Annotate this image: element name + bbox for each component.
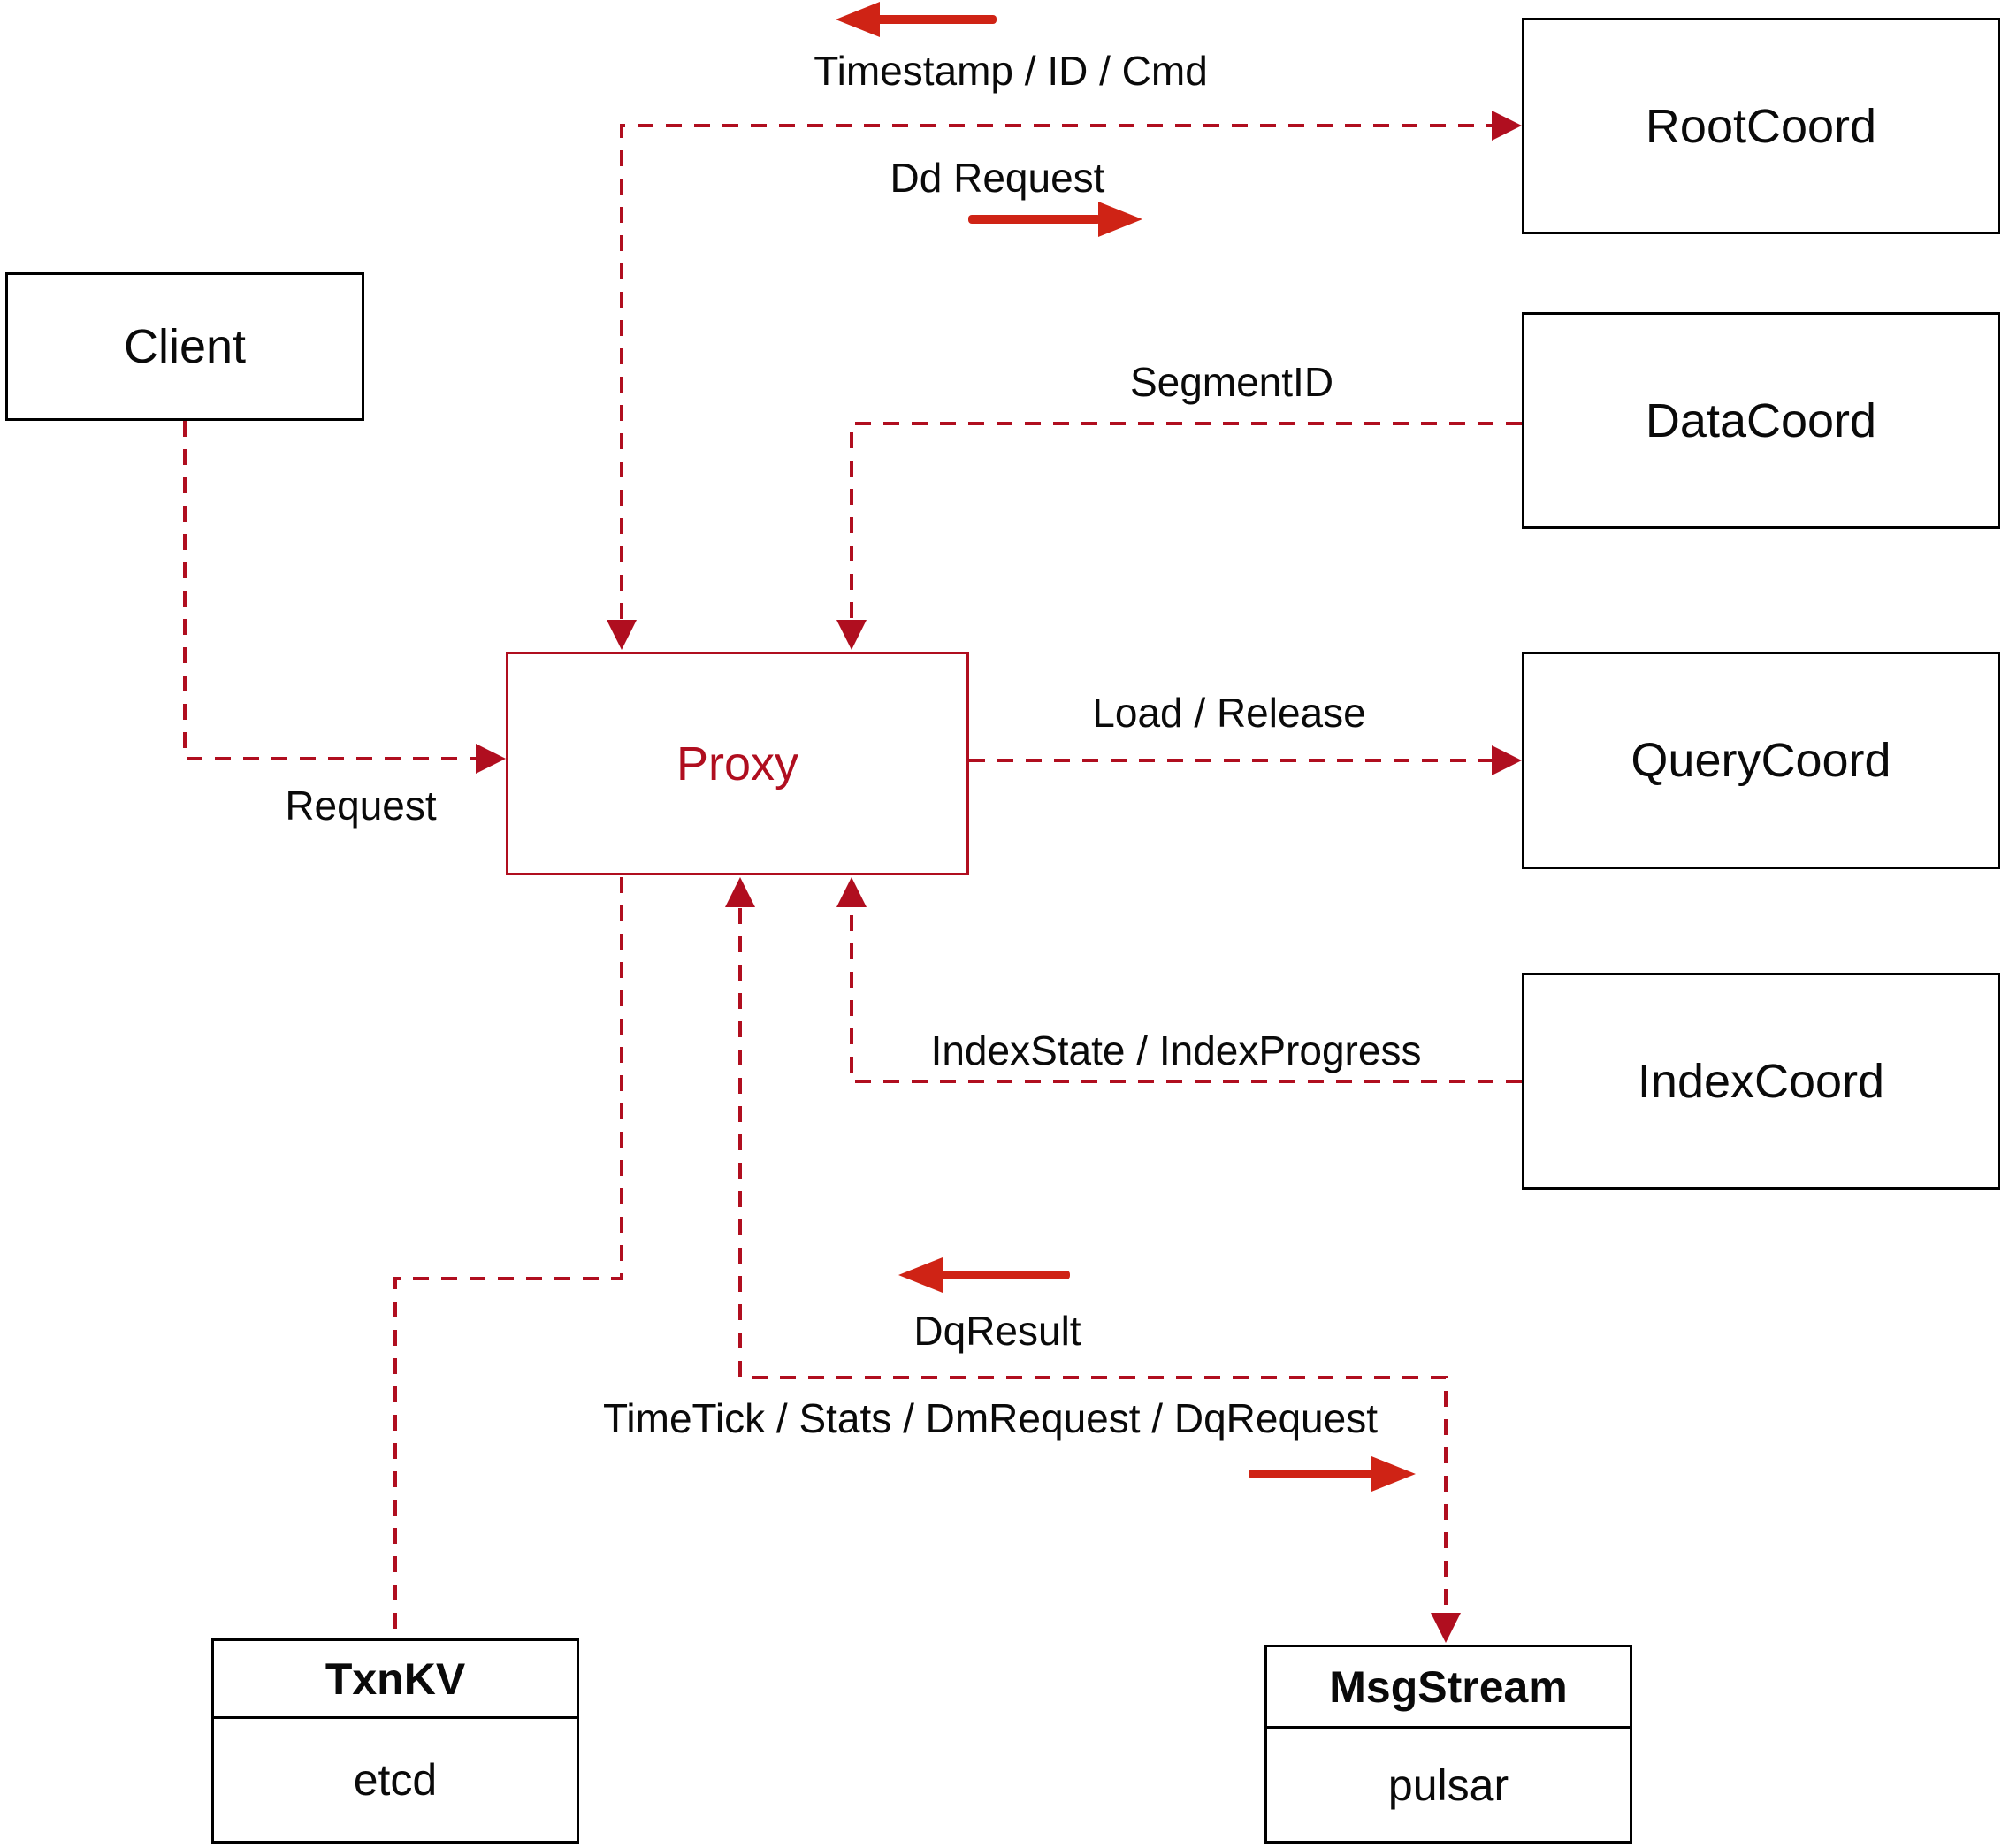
node-proxy-label: Proxy (676, 737, 799, 790)
node-client[interactable]: Client (5, 272, 364, 421)
arrowhead-into-proxy-bottom-right (836, 877, 867, 907)
edge-label-timestamp-id-cmd: Timestamp / ID / Cmd (814, 48, 1208, 94)
arrowhead-into-proxy-top-left (607, 620, 637, 650)
node-indexcoord[interactable]: IndexCoord (1522, 973, 2000, 1190)
edge-label-timetick: TimeTick / Stats / DmRequest / DqRequest (603, 1395, 1378, 1441)
arrowhead-into-proxy-left (476, 744, 506, 774)
edge-label-dq-result: DqResult (913, 1308, 1081, 1354)
edge-label-segment-id: SegmentID (1129, 359, 1334, 405)
connector-proxy-to-txnkv (393, 877, 623, 1637)
node-txnkv-title: TxnKV (214, 1641, 577, 1719)
node-datacoord[interactable]: DataCoord (1522, 312, 2000, 529)
node-msgstream[interactable]: MsgStream pulsar (1264, 1645, 1632, 1844)
node-txnkv-impl: etcd (353, 1755, 438, 1805)
edge-label-dd-request: Dd Request (890, 155, 1105, 201)
node-indexcoord-label: IndexCoord (1637, 1055, 1885, 1108)
flow-arrow-right-timetick-icon (1249, 1456, 1416, 1492)
arrowhead-into-rootcoord (1492, 111, 1522, 141)
node-rootcoord-label: RootCoord (1645, 99, 1877, 153)
arrowhead-into-querycoord (1492, 745, 1522, 775)
connector-datacoord-to-proxy (850, 422, 1522, 619)
edge-label-request: Request (285, 783, 437, 829)
arrowhead-into-proxy-bottom-left (725, 877, 755, 907)
edge-label-load-release: Load / Release (1092, 690, 1366, 736)
connector-client-to-proxy (183, 421, 477, 760)
edge-label-index-state: IndexState / IndexProgress (930, 1027, 1422, 1073)
node-datacoord-label: DataCoord (1645, 393, 1877, 447)
node-client-label: Client (123, 320, 247, 373)
connector-proxy-to-msgstream (738, 908, 1448, 1612)
flow-arrow-right-dd-request-icon (968, 202, 1142, 237)
node-txnkv[interactable]: TxnKV etcd (211, 1638, 579, 1844)
node-msgstream-impl: pulsar (1387, 1760, 1509, 1810)
node-rootcoord[interactable]: RootCoord (1522, 18, 2000, 234)
flow-arrow-left-dq-result-icon (898, 1257, 1070, 1293)
arrowhead-into-msgstream (1431, 1613, 1461, 1643)
node-proxy[interactable]: Proxy (506, 652, 969, 875)
flow-arrow-left-timestamp-icon (836, 2, 997, 37)
connector-proxy-to-rootcoord (620, 124, 1493, 619)
node-msgstream-title: MsgStream (1267, 1647, 1630, 1729)
node-querycoord[interactable]: QueryCoord (1522, 652, 2000, 869)
node-querycoord-label: QueryCoord (1631, 734, 1891, 787)
arrowhead-into-proxy-top-right (836, 620, 867, 650)
